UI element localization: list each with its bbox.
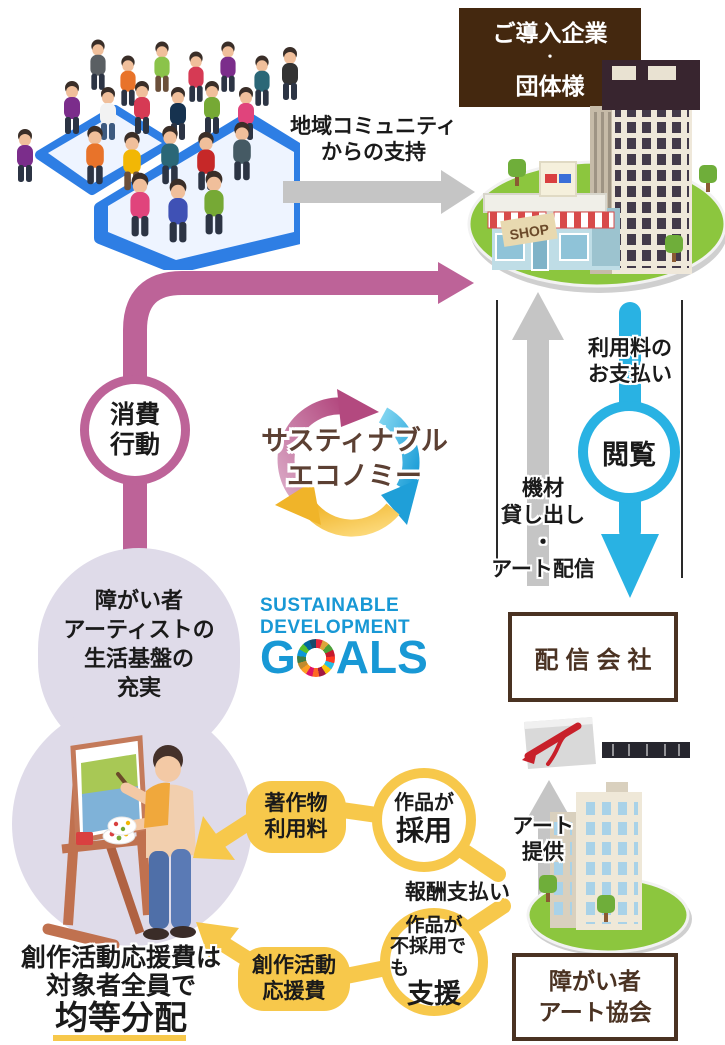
client-company-line: 団体様 [515,72,585,99]
painter [107,745,196,940]
company-town-illustration: SHOP [467,60,725,293]
equal-distribution-underline [53,1035,186,1041]
easel [42,735,155,951]
to-artist-arrowhead [196,922,239,964]
equal-distribution-label: 創作活動応援費は 対象者全員で 均等分配 [20,944,221,1036]
usage-fee-label: 利用料の お支払い [588,337,672,387]
client-company-dot: ・ [543,49,557,65]
artist-illustration [42,735,196,951]
consumption-circle: 消費 行動 [80,375,190,485]
distribution-company-logo [522,717,690,769]
sustainable-cycle-icon [275,389,420,537]
view-circle: 閲覧 [578,401,680,503]
shop-sign: SHOP [508,221,550,243]
consumption-arrow [123,262,474,592]
community-support-arrow [283,170,475,214]
equipment-arrow [512,292,564,586]
to-artist-arrowhead [193,816,235,860]
separator-line-left [496,300,498,578]
sdgs-goals-als: ALS [335,631,428,683]
art-provision-label: アート 提供 [512,815,574,865]
copyright-fee-pill: 著作物 利用料 [246,781,346,853]
crowd-illustration [17,39,300,270]
sdgs-logo: SUSTAINABLE DEVELOPMENT G ALS [252,591,440,695]
cycle-label: サスティナブル エコノミー [261,426,448,492]
sdgs-goals-g: G [260,631,296,683]
reward-payment-label: 報酬支払い [405,881,510,904]
sdgs-goals-row: G ALS [260,631,440,683]
artist-foundation-label: 障がい者 アーティストの 生活基盤の 充実 [63,588,215,701]
separator-line-right [681,300,683,578]
association-building-illustration [526,782,692,956]
equipment-label: 機材 貸し出し ・ アート配信 [491,477,595,581]
sdgs-line1: SUSTAINABLE [260,595,400,616]
community-support-label: 地域コミュニティ からの支持 [290,115,457,165]
association-box: 障がい者 アート協会 [512,953,678,1041]
adopted-circle: 作品が 採用 [372,768,476,872]
client-company-line: ご導入企業 [492,20,608,47]
support-fee-pill: 創作活動 応援費 [238,947,350,1011]
shop-building: SHOP [483,161,620,271]
distribution-company-box: 配信会社 [508,612,678,702]
rejected-support-circle: 作品が 不採用でも 支援 [380,908,488,1016]
sdgs-line2: DEVELOPMENT [260,617,411,638]
sdg-wheel-icon [296,638,335,677]
